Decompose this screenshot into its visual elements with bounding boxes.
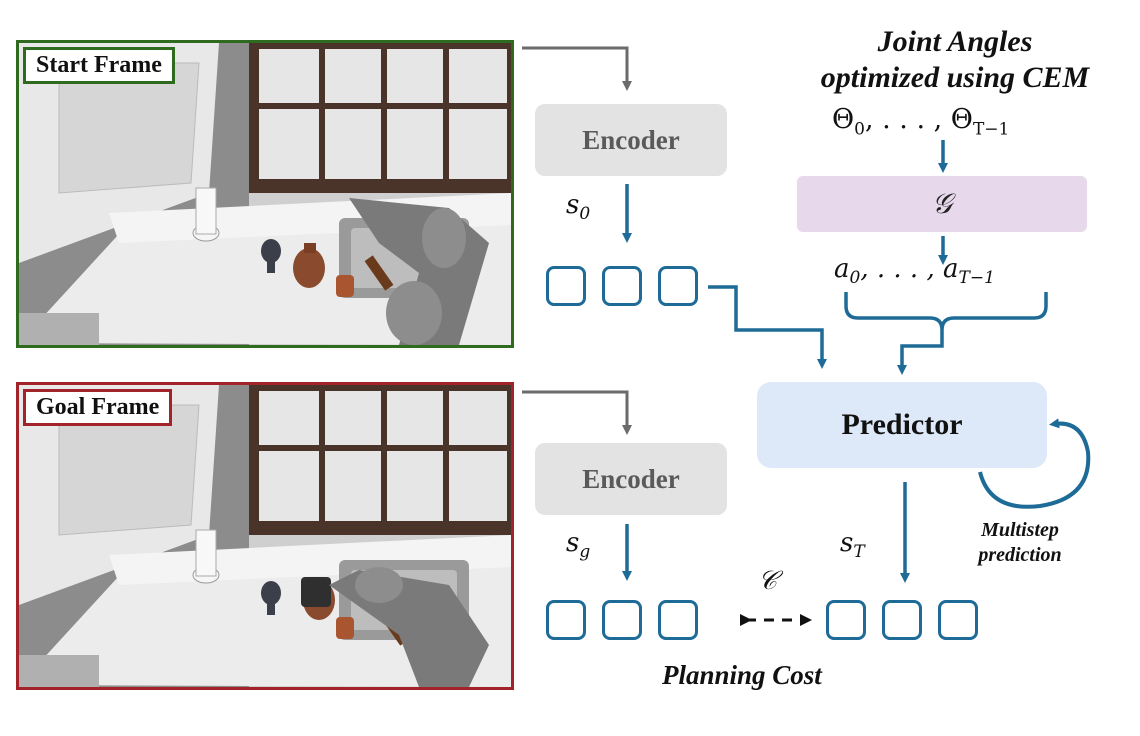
s0-token-3 bbox=[658, 266, 698, 306]
planning-cost-label: Planning Cost bbox=[662, 660, 822, 690]
st-token-1 bbox=[826, 600, 866, 640]
start-frame-image: Start Frame bbox=[16, 40, 514, 348]
encoder-top-box: Encoder bbox=[535, 104, 727, 176]
s0-symbol: s bbox=[566, 190, 580, 220]
multistep-loop-arrow bbox=[978, 418, 1091, 509]
encoder-bottom-box: Encoder bbox=[535, 443, 727, 515]
goal-frame-image: Goal Frame bbox=[16, 382, 514, 690]
s0-token-1 bbox=[546, 266, 586, 306]
generator-box: 𝒢 bbox=[797, 176, 1087, 232]
st-symbol: s bbox=[840, 528, 854, 558]
theta-ellipsis: , . . . , Θ bbox=[864, 104, 973, 135]
s0-token-2 bbox=[602, 266, 642, 306]
sg-token-2 bbox=[602, 600, 642, 640]
action-ellipsis: , . . . , a bbox=[860, 254, 959, 284]
sg-label: sg bbox=[566, 528, 590, 562]
predictor-box: Predictor bbox=[757, 382, 1047, 468]
st-token-3 bbox=[938, 600, 978, 640]
multistep-line2: prediction bbox=[978, 544, 1062, 566]
sg-token-3 bbox=[658, 600, 698, 640]
theta-sub-t: T−1 bbox=[972, 119, 1010, 140]
s0-label: s0 bbox=[566, 190, 590, 224]
joint-angles-title: Joint Angles optimized using CEM bbox=[790, 24, 1120, 96]
action-sub-t: T−1 bbox=[958, 268, 995, 289]
kitchen-scene-goal bbox=[19, 385, 511, 687]
action-sub-0: 0 bbox=[849, 268, 861, 289]
action-symbol: a bbox=[834, 254, 850, 284]
brace-to-predictor-arrow bbox=[897, 330, 944, 375]
actions-brace bbox=[844, 292, 1048, 331]
sg-sub: g bbox=[579, 542, 591, 563]
theta-sub-0: 0 bbox=[854, 119, 865, 140]
s0-sub: 0 bbox=[579, 204, 591, 225]
sg-token-1 bbox=[546, 600, 586, 640]
theta-symbol: Θ bbox=[832, 104, 855, 135]
st-label: sT bbox=[840, 528, 865, 562]
s0-to-predictor-arrow bbox=[708, 285, 827, 369]
joint-angles-line2: optimized using CEM bbox=[820, 61, 1090, 94]
goal-to-encoder-arrow bbox=[522, 390, 632, 435]
action-sequence: a0, . . . , aT−1 bbox=[834, 254, 995, 288]
start-to-encoder-arrow bbox=[522, 46, 632, 91]
start-frame-label: Start Frame bbox=[23, 47, 175, 84]
multistep-note: Multistep prediction bbox=[960, 518, 1080, 568]
cost-symbol: 𝒞 bbox=[758, 566, 777, 596]
theta-sequence: Θ0, . . . , ΘT−1 bbox=[832, 104, 1009, 139]
kitchen-scene-start bbox=[19, 43, 511, 345]
goal-frame-label: Goal Frame bbox=[23, 389, 173, 426]
multistep-line1: Multistep bbox=[981, 519, 1059, 541]
joint-angles-line1: Joint Angles bbox=[877, 25, 1033, 58]
st-sub: T bbox=[853, 542, 865, 563]
sg-symbol: s bbox=[566, 528, 580, 558]
st-token-2 bbox=[882, 600, 922, 640]
